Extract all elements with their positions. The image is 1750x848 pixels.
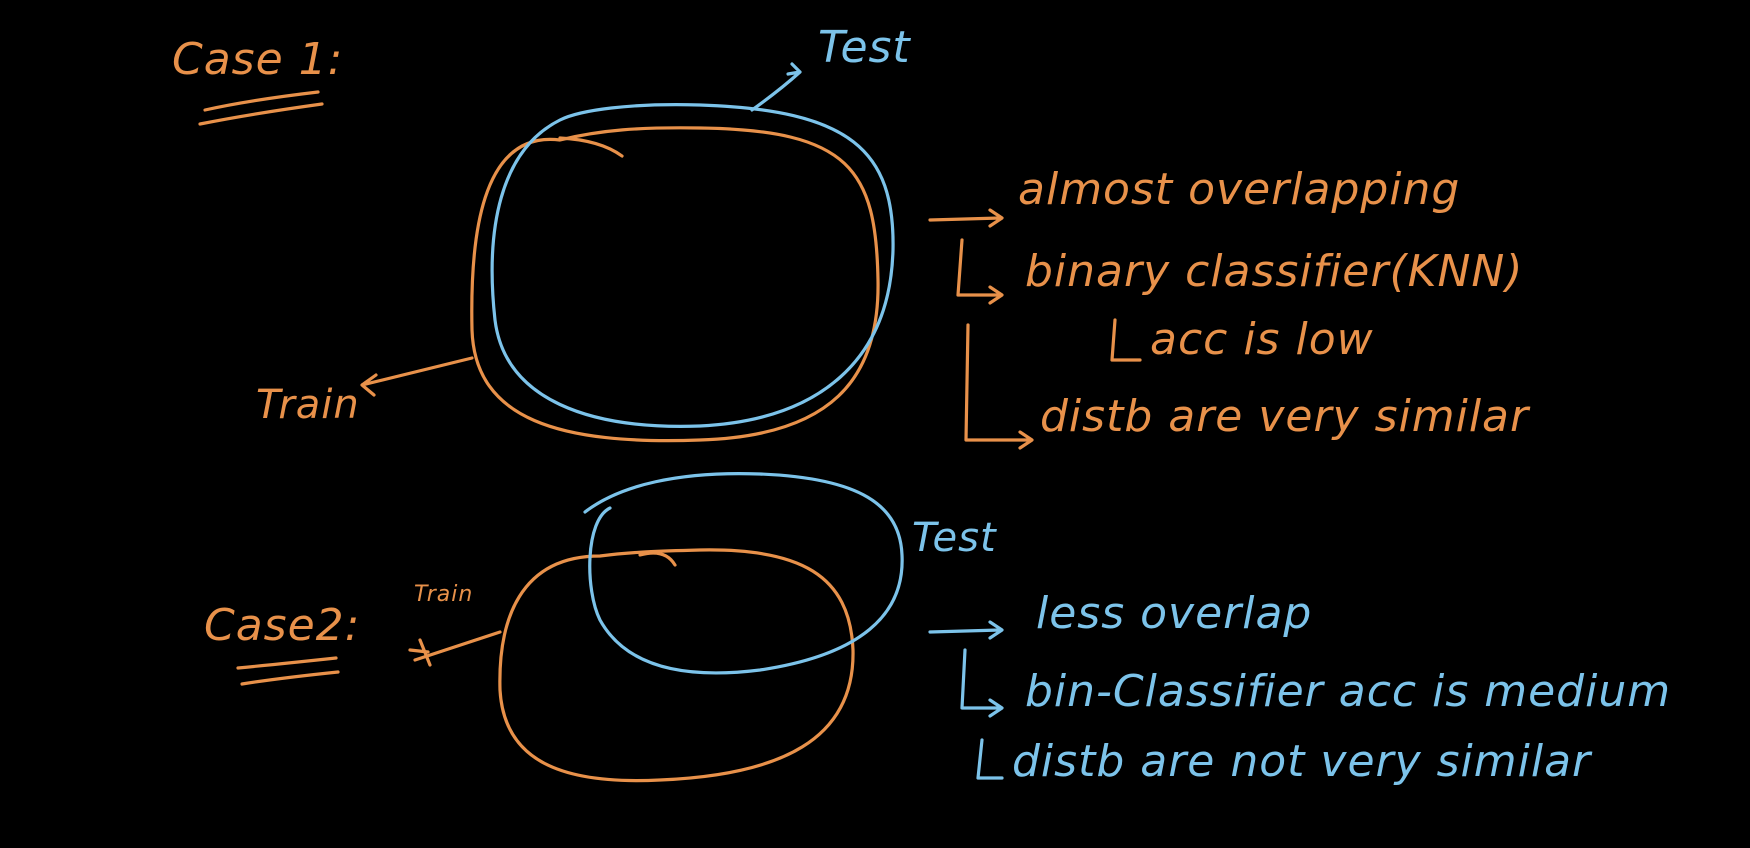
case1-train-arrow (360, 356, 474, 397)
case2-train-arrow (408, 630, 502, 667)
case1-note-1: almost overlapping (1018, 164, 1461, 215)
case2-bracket-1 (960, 648, 1004, 718)
case1-bracket-1 (956, 238, 1004, 305)
case1-train-ellipse (470, 126, 880, 443)
case1-test-label: Test (818, 22, 911, 73)
case1-arrow-1 (928, 208, 1004, 228)
case2-note-3: distb are not very similar (1012, 736, 1592, 787)
case2-note-2: bin-Classifier acc is medium (1025, 666, 1672, 717)
case1-test-arrow (750, 62, 802, 112)
case1-title-underline (198, 90, 324, 126)
case2-test-label: Test (912, 515, 997, 561)
case1-train-label: Train (256, 382, 360, 428)
case2-bracket-2 (976, 738, 1004, 780)
case1-bracket-3 (964, 323, 1034, 450)
case2-test-ellipse (583, 472, 904, 675)
case1-train-small-arc (558, 136, 624, 158)
case2-train-ellipse (498, 548, 855, 783)
case2-title-underline (236, 656, 340, 686)
case2-arrow-1 (928, 620, 1004, 640)
case1-note-3: acc is low (1150, 314, 1374, 365)
case2-title: Case2: (204, 600, 361, 651)
case2-note-1: less overlap (1036, 588, 1313, 639)
case2-train-small-arc (638, 551, 677, 567)
case2-train-label: Train (414, 582, 474, 607)
case1-note-4: distb are very similar (1040, 391, 1530, 442)
case1-title: Case 1: (172, 34, 344, 85)
case1-test-ellipse (490, 103, 895, 428)
case1-note-2: binary classifier(KNN) (1025, 246, 1524, 297)
case1-bracket-2 (1110, 318, 1142, 362)
